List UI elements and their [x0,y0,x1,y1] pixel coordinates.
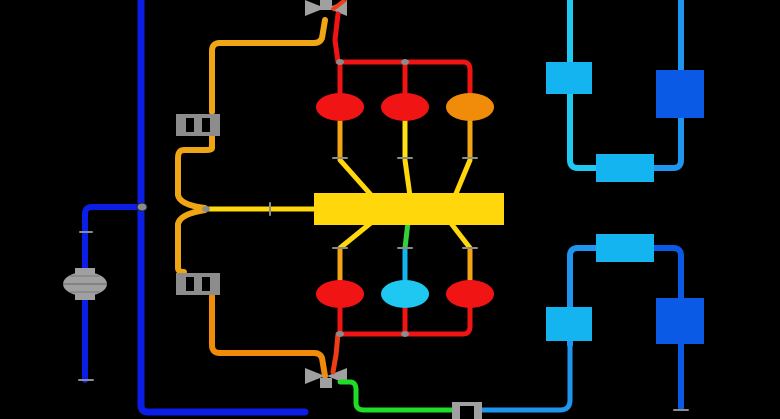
branch-node [136,202,148,212]
header-feed-node [202,206,210,212]
right-upper-box-2 [656,70,704,118]
bottom-return-line [337,342,573,413]
right-upper-circuit [567,0,684,171]
bottom-center-valve-icon [452,402,482,419]
lower-cells [316,280,494,308]
red-manifolds [330,11,473,375]
left-feed-lines [175,17,328,379]
lower-cell-3 [446,280,494,308]
pump-branch-pipe [82,204,144,383]
lower-cell-1 [316,280,364,308]
upper-cell-2 [381,93,429,121]
lower-feed-pipe [209,293,328,379]
lower-heat-exchanger-rise [175,207,208,275]
cell-connections [332,115,478,289]
right-lower-box-2 [656,298,704,344]
lower-red-riser [330,331,341,375]
upper-heat-exchanger-icon [176,114,220,136]
upper-heat-exchanger-drop [175,133,215,211]
right-lower-box-1 [546,307,592,341]
central-header [314,193,504,225]
lower-heat-exchanger-icon [176,273,220,295]
upper-cells [316,93,494,121]
upper-red-header [335,59,473,99]
upper-cell-1 [316,93,364,121]
upper-red-riser [332,11,341,65]
lower-red-header [335,305,473,337]
left-vertical-main-pipe [137,0,309,416]
right-upper-box-1 [546,62,592,94]
upper-feed-pipe [209,17,328,115]
upper-cell-3 [446,93,494,121]
top-valve-icon [305,0,347,16]
lower-cell-2 [381,280,429,308]
right-lower-circuit [567,245,689,411]
right-upper-box-3 [596,154,654,182]
right-lower-box-3 [596,234,654,262]
pump-icon [63,268,107,300]
left-blue-circuit [78,0,309,416]
